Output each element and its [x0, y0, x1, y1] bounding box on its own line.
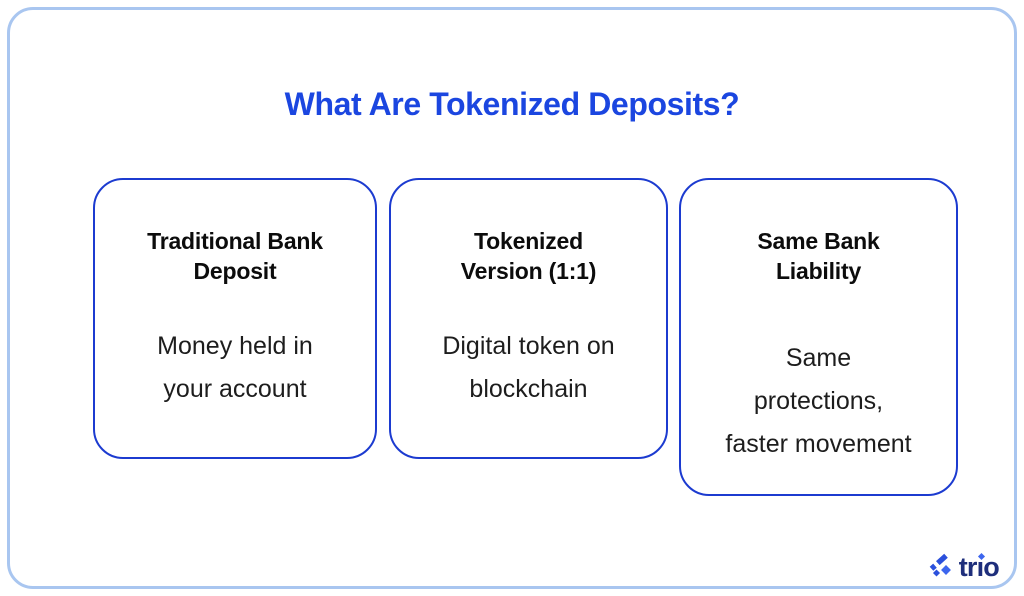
logo-small-diamond: [932, 569, 940, 577]
trio-logo-icon: [929, 553, 951, 577]
card-body-line: protections,: [753, 387, 884, 415]
card-title-line: Same Bank: [757, 228, 880, 254]
card-title-line: Tokenized: [474, 228, 583, 254]
card-body: Same protections, faster movement: [681, 337, 956, 466]
card-title-line: Version (1:1): [460, 258, 597, 284]
card-body-line: Digital token on: [442, 332, 615, 360]
card-body-line: blockchain: [469, 375, 588, 403]
card-title-line: Deposit: [193, 258, 277, 284]
card-title: Tokenized Version (1:1): [391, 226, 666, 286]
card-title-line: Liability: [775, 258, 862, 284]
card-body-line: Money held in: [157, 332, 313, 360]
card-body: Money held in your account: [95, 325, 375, 411]
logo-stroke: [929, 553, 948, 571]
card-same-bank-liability: Same Bank Liability Same protections, fa…: [679, 178, 958, 496]
trio-logo-text: trıo: [958, 552, 1000, 582]
card-traditional-bank-deposit: Traditional Bank Deposit Money held in y…: [93, 178, 377, 459]
trio-logo: trıo: [928, 552, 1000, 582]
card-body-line: faster movement: [725, 430, 912, 458]
card-body: Digital token on blockchain: [391, 325, 666, 411]
card-title-line: Traditional Bank: [147, 228, 323, 254]
card-body-line: Same: [785, 344, 852, 372]
logo-big-diamond: [940, 565, 951, 575]
logo-text-part: o: [983, 552, 999, 582]
logo-text-part: ı: [976, 552, 984, 582]
card-title: Traditional Bank Deposit: [95, 226, 375, 286]
page-title: What Are Tokenized Deposits?: [284, 86, 740, 123]
card-body-line: your account: [163, 375, 307, 403]
card-tokenized-version: Tokenized Version (1:1) Digital token on…: [389, 178, 668, 459]
card-title: Same Bank Liability: [681, 226, 956, 286]
logo-text-part: tr: [958, 552, 978, 582]
